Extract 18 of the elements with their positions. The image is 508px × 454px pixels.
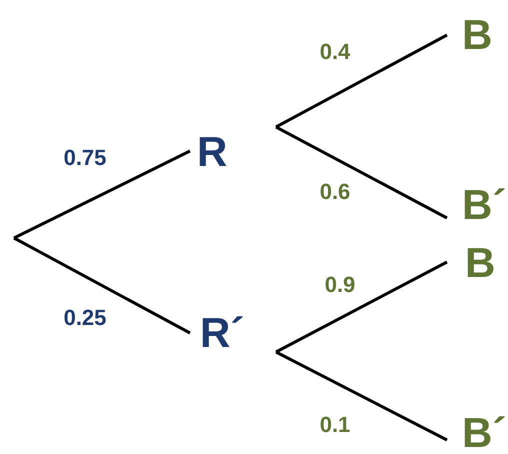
probability-label: 0.6 (320, 181, 350, 203)
outcome-label: R´ (200, 312, 244, 354)
tree-branch (275, 126, 448, 220)
outcome-label: B´ (462, 412, 506, 454)
probability-label: 0.9 (324, 274, 356, 296)
outcome-label: B´ (462, 184, 506, 226)
tree-branch (275, 260, 448, 354)
tree-branch (13, 236, 191, 334)
tree-branch (275, 350, 448, 442)
tree-branch (275, 34, 448, 128)
probability-label: 0.4 (320, 41, 350, 63)
outcome-label: R (197, 131, 228, 173)
outcome-label: B (462, 14, 492, 56)
probability-label: 0.1 (320, 414, 350, 436)
probability-label: 0.25 (64, 307, 106, 329)
probability-label: 0.75 (64, 147, 106, 169)
outcome-label: B (465, 242, 496, 284)
tree-branch (13, 150, 191, 240)
